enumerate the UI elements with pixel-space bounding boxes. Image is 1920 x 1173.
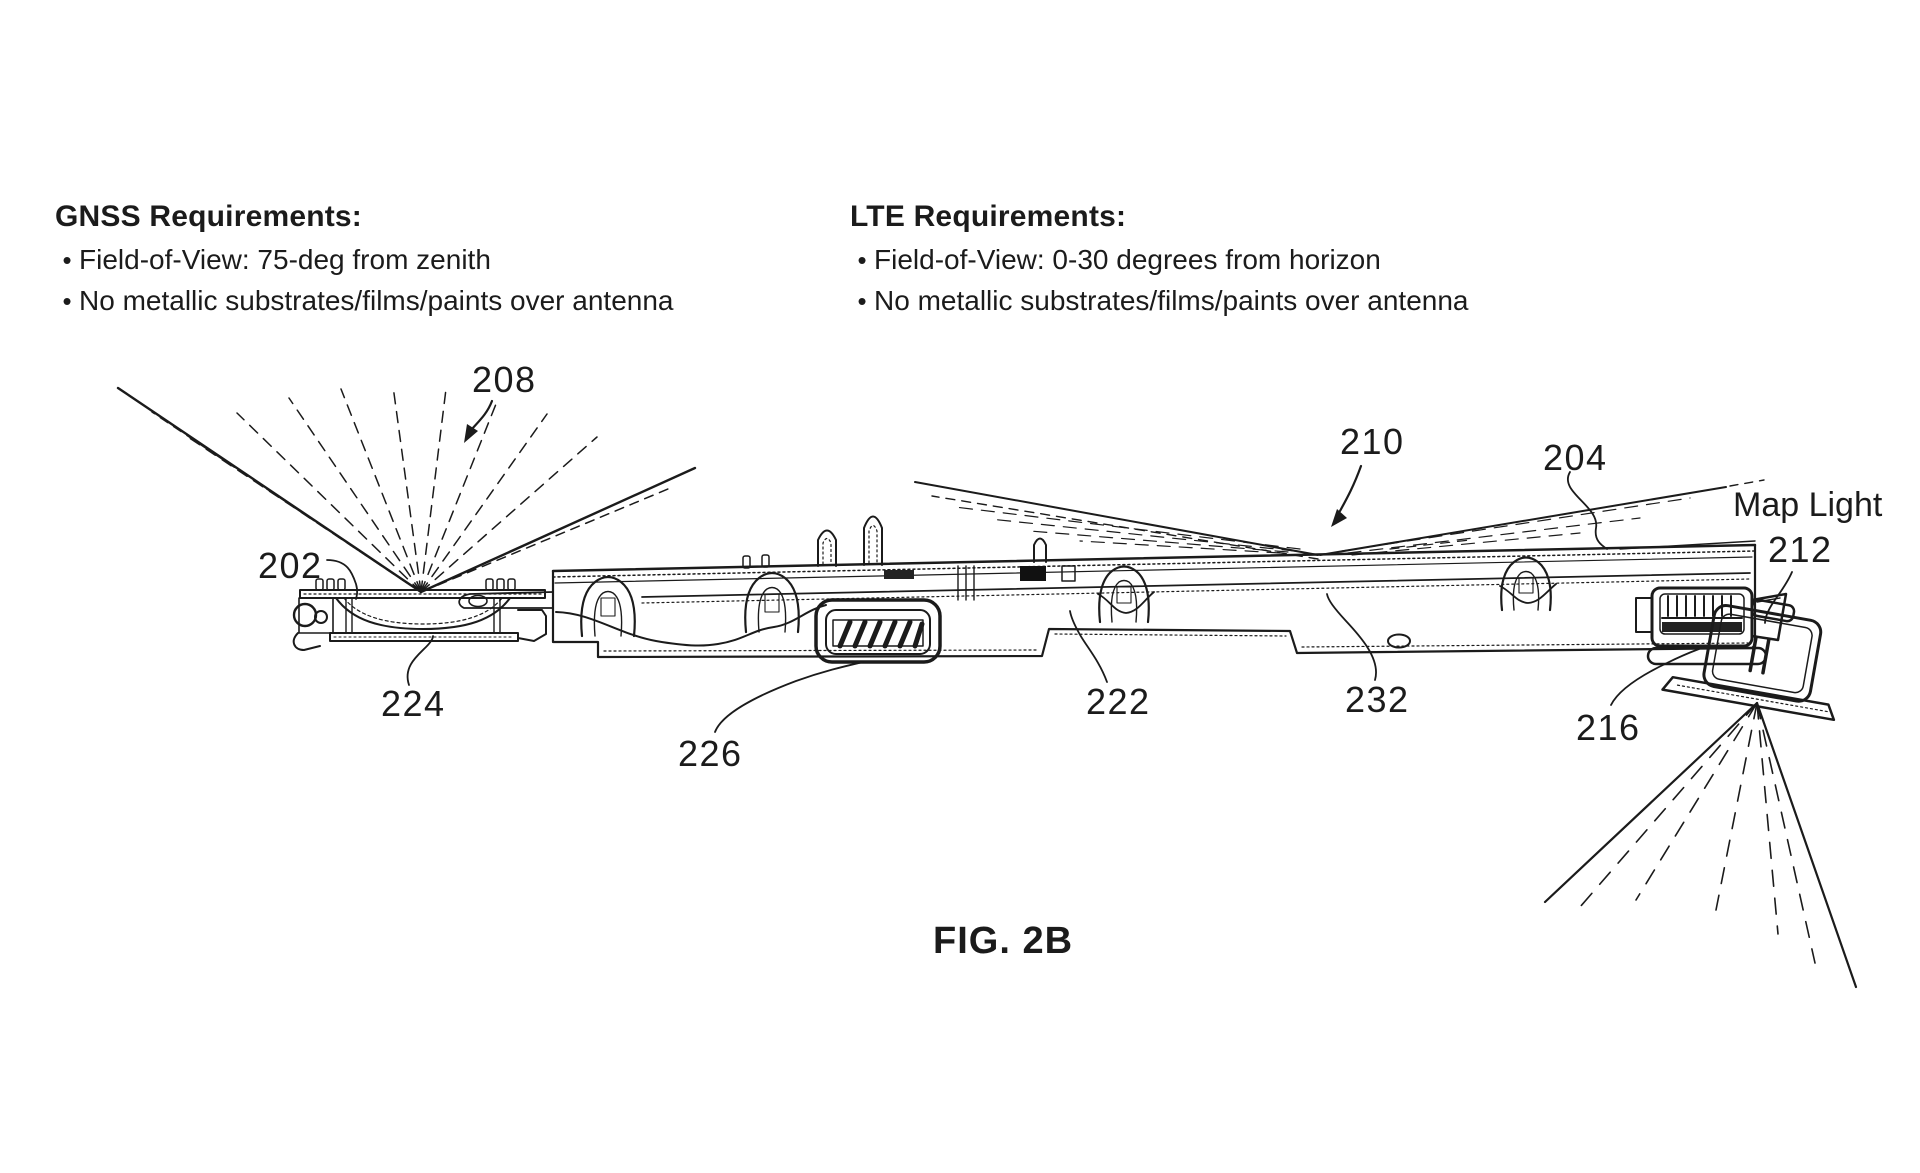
ref-label-232: 232 bbox=[1345, 679, 1410, 720]
ref-label-226: 226 bbox=[678, 733, 743, 774]
bullet-icon: • bbox=[62, 245, 72, 275]
gnss-requirements-title: GNSS Requirements: bbox=[55, 200, 362, 233]
gnss-requirement-item: • Field-of-View: 75-deg from zenith bbox=[55, 245, 674, 276]
leader-212 bbox=[1764, 571, 1793, 624]
lte-requirements-title: LTE Requirements: bbox=[850, 200, 1127, 233]
leader-204 bbox=[1567, 471, 1608, 550]
ref-label-224: 224 bbox=[381, 683, 446, 724]
leader-216 bbox=[1610, 648, 1700, 706]
leader-202 bbox=[326, 559, 359, 600]
bullet-icon: • bbox=[62, 286, 72, 316]
ref-label-208: 208 bbox=[472, 359, 537, 400]
lte-requirements-block: LTE Requirements: • Field-of-View: 0-30 … bbox=[850, 200, 1469, 316]
arrow-208 bbox=[464, 399, 494, 443]
leader-226 bbox=[714, 661, 864, 733]
figure-caption: FIG. 2B bbox=[933, 920, 1074, 962]
lte-fov-fan-right bbox=[1319, 479, 1765, 556]
lte-requirement-item: • No metallic substrates/films/paints ov… bbox=[850, 286, 1468, 317]
connector-module-226 bbox=[814, 598, 942, 664]
gnss-requirement-item: • No metallic substrates/films/paints ov… bbox=[55, 286, 673, 317]
lte-fov-fan-left bbox=[914, 481, 1319, 560]
leader-224 bbox=[406, 635, 434, 686]
pointed-tabs bbox=[817, 515, 1047, 567]
bullet-icon: • bbox=[857, 286, 867, 316]
map-light-beam bbox=[1543, 701, 1858, 989]
gnss-requirements-block: GNSS Requirements: • Field-of-View: 75-d… bbox=[55, 200, 674, 316]
gnss-antenna-module bbox=[292, 578, 547, 651]
leader-222 bbox=[1069, 610, 1108, 683]
ref-label-212: 212 bbox=[1768, 529, 1833, 570]
arrow-210 bbox=[1331, 464, 1363, 527]
ref-label-210: 210 bbox=[1340, 421, 1405, 462]
map-light-label: Map Light bbox=[1733, 486, 1883, 524]
headliner-bracket-assembly bbox=[458, 540, 1757, 659]
bullet-icon: • bbox=[857, 245, 867, 275]
ref-label-222: 222 bbox=[1086, 681, 1151, 722]
retaining-clips bbox=[580, 556, 1552, 638]
ref-label-202: 202 bbox=[258, 545, 323, 586]
map-light-unit bbox=[1661, 598, 1836, 722]
gnss-fov-fan bbox=[116, 385, 697, 594]
ref-label-204: 204 bbox=[1543, 437, 1608, 478]
leader-232 bbox=[1326, 593, 1377, 681]
lte-requirement-item: • Field-of-View: 0-30 degrees from horiz… bbox=[850, 245, 1469, 276]
ref-label-216: 216 bbox=[1576, 707, 1641, 748]
